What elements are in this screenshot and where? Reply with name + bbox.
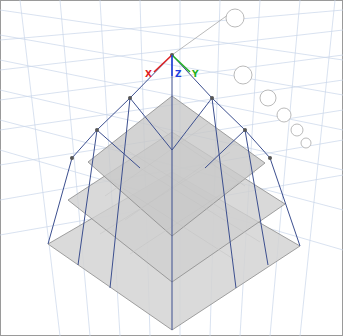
frame-columns [48, 55, 300, 330]
axis-label: X [145, 70, 152, 79]
axis-triad [154, 55, 190, 76]
floor-slabs [48, 96, 300, 330]
joints [70, 53, 272, 160]
axis-label: Z [175, 70, 182, 79]
slab-grid [100, 122, 260, 260]
axis-label: Y [192, 70, 199, 79]
